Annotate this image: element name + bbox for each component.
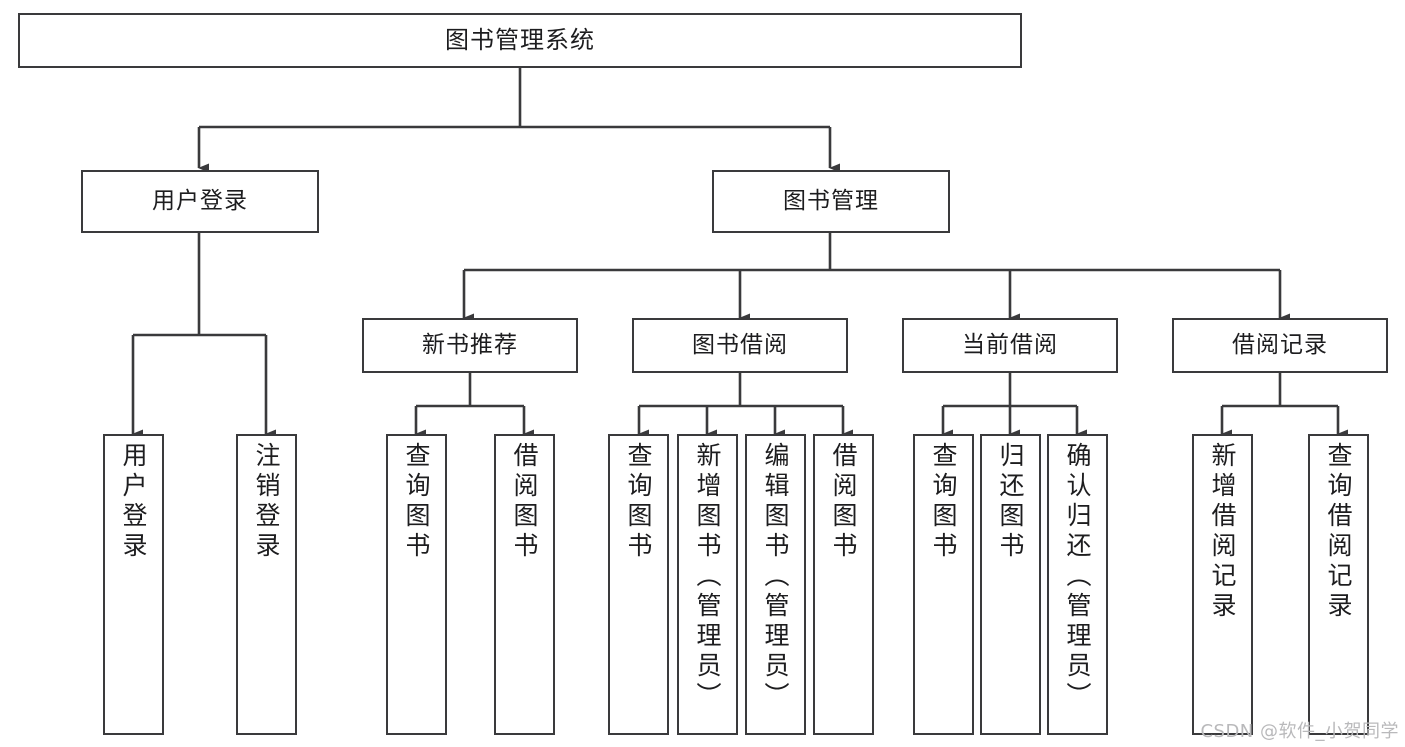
node-label: 借阅图书 [829, 442, 858, 562]
node-user-login[interactable]: 用户登录 [81, 170, 319, 233]
node-label: 借阅记录 [1232, 331, 1328, 358]
leaf-query-book-current[interactable]: 查询图书 [913, 434, 974, 735]
node-label: 图书管理系统 [445, 26, 595, 55]
leaf-add-book-admin[interactable]: 新增图书（管理员） [677, 434, 738, 735]
node-borrow-record[interactable]: 借阅记录 [1172, 318, 1388, 373]
node-root-book-management-system[interactable]: 图书管理系统 [18, 13, 1022, 68]
node-label: 用户登录 [152, 187, 248, 214]
node-label: 归还图书 [996, 442, 1025, 562]
leaf-borrow-book[interactable]: 借阅图书 [813, 434, 874, 735]
node-label: 图书管理 [783, 187, 879, 214]
leaf-query-borrow-record[interactable]: 查询借阅记录 [1308, 434, 1369, 735]
leaf-return-book[interactable]: 归还图书 [980, 434, 1041, 735]
node-label: 图书借阅 [692, 331, 788, 358]
node-label: 借阅图书 [510, 442, 539, 562]
csdn-watermark: CSDN @软件_小贺同学 [1200, 721, 1399, 742]
leaf-user-login[interactable]: 用户登录 [103, 434, 164, 735]
leaf-borrow-book-recommend[interactable]: 借阅图书 [494, 434, 555, 735]
node-label: 新增借阅记录 [1208, 442, 1237, 622]
leaf-query-book-borrow[interactable]: 查询图书 [608, 434, 669, 735]
node-label: 查询图书 [929, 442, 958, 562]
node-label: 新书推荐 [422, 331, 518, 358]
node-label: 编辑图书（管理员） [761, 442, 790, 712]
node-new-book-recommend[interactable]: 新书推荐 [362, 318, 578, 373]
node-label: 确认归还（管理员） [1063, 442, 1092, 712]
node-label: 查询图书 [624, 442, 653, 562]
node-label: 当前借阅 [962, 331, 1058, 358]
node-current-borrow[interactable]: 当前借阅 [902, 318, 1118, 373]
leaf-query-book-recommend[interactable]: 查询图书 [386, 434, 447, 735]
node-book-management[interactable]: 图书管理 [712, 170, 950, 233]
node-label: 新增图书（管理员） [693, 442, 722, 712]
leaf-confirm-return-admin[interactable]: 确认归还（管理员） [1047, 434, 1108, 735]
node-label: 查询借阅记录 [1324, 442, 1353, 622]
leaf-logout[interactable]: 注销登录 [236, 434, 297, 735]
leaf-add-borrow-record[interactable]: 新增借阅记录 [1192, 434, 1253, 735]
node-label: 查询图书 [402, 442, 431, 562]
node-book-borrow[interactable]: 图书借阅 [632, 318, 848, 373]
leaf-edit-book-admin[interactable]: 编辑图书（管理员） [745, 434, 806, 735]
node-label: 用户登录 [119, 442, 148, 562]
node-label: 注销登录 [252, 442, 281, 562]
